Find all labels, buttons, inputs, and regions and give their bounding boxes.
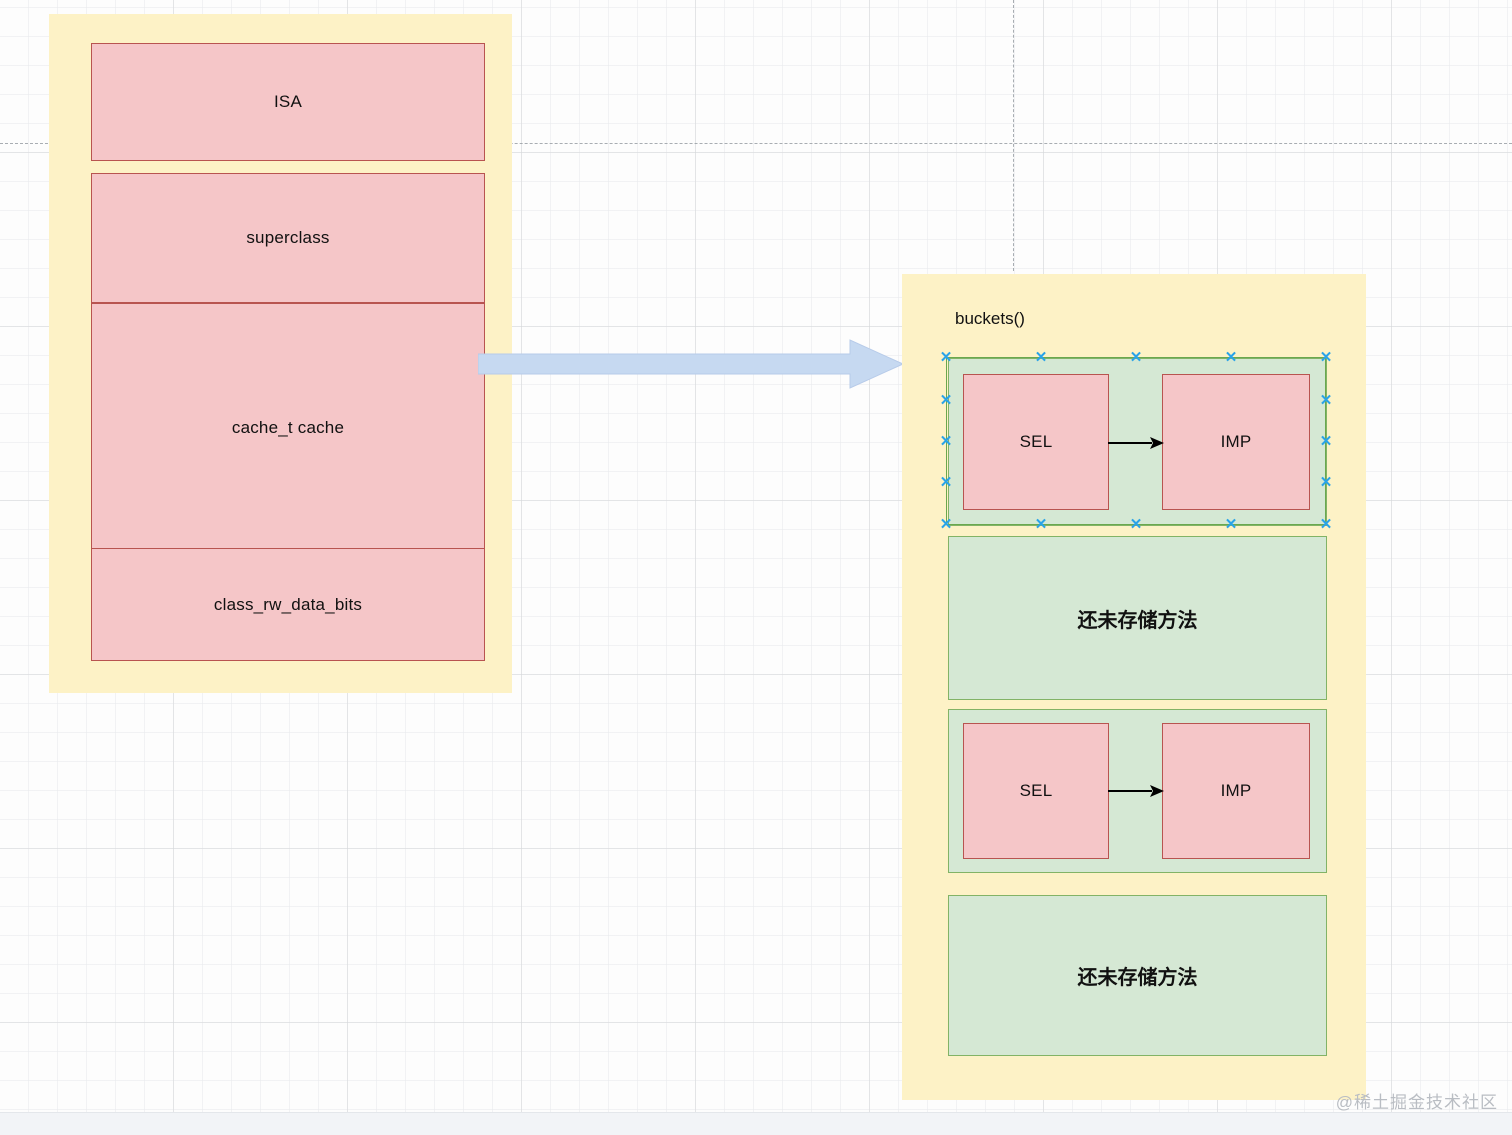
- selection-handle-s-1[interactable]: ✕: [1034, 515, 1048, 533]
- class-field-rw-data-bits[interactable]: class_rw_data_bits: [91, 548, 485, 661]
- selection-handle-ne[interactable]: ✕: [1319, 348, 1333, 366]
- selection-handle-nw[interactable]: ✕: [939, 348, 953, 366]
- bucket-entry-2-imp-label: IMP: [1220, 781, 1252, 800]
- class-field-cache-label: cache_t cache: [231, 418, 345, 437]
- selection-handle-w-3[interactable]: ✕: [939, 473, 953, 491]
- selection-handle-se[interactable]: ✕: [1319, 515, 1333, 533]
- bucket-entry-1-sel[interactable]: SEL: [963, 374, 1109, 510]
- vertical-guide-line: [1013, 0, 1014, 271]
- selection-handle-e-2[interactable]: ✕: [1319, 432, 1333, 450]
- selection-handle-w-2[interactable]: ✕: [939, 432, 953, 450]
- bucket-empty-2[interactable]: 还未存储方法: [948, 895, 1327, 1056]
- class-field-superclass-label: superclass: [246, 228, 330, 247]
- buckets-title: buckets(): [955, 309, 1025, 328]
- class-field-rw-data-bits-label: class_rw_data_bits: [213, 594, 363, 614]
- bucket-empty-1[interactable]: 还未存储方法: [948, 536, 1327, 700]
- selection-handle-s-2[interactable]: ✕: [1129, 515, 1143, 533]
- watermark: @稀土掘金技术社区: [1335, 1093, 1498, 1112]
- bucket-entry-2-sel-label: SEL: [1019, 781, 1053, 800]
- selection-handle-n-2[interactable]: ✕: [1129, 348, 1143, 366]
- bucket-entry-1-imp-label: IMP: [1220, 432, 1252, 451]
- bucket-entry-2-imp[interactable]: IMP: [1162, 723, 1310, 859]
- class-field-isa-label: ISA: [273, 92, 302, 111]
- class-field-cache[interactable]: cache_t cache: [91, 303, 485, 553]
- selection-handle-n-1[interactable]: ✕: [1034, 348, 1048, 366]
- selection-outline: [946, 357, 1326, 525]
- bucket-empty-1-label: 还未存储方法: [1077, 609, 1198, 632]
- canvas-bottom-band: [0, 1112, 1512, 1135]
- bucket-entry-1-sel-label: SEL: [1019, 432, 1053, 451]
- selection-handle-e-3[interactable]: ✕: [1319, 473, 1333, 491]
- bucket-entry-1-imp[interactable]: IMP: [1162, 374, 1310, 510]
- class-field-isa[interactable]: ISA: [91, 43, 485, 161]
- cache-buckets-container[interactable]: buckets() SEL IMP 还未存储方法 SEL IMP: [902, 274, 1366, 1100]
- horizontal-guide-line: [0, 143, 1512, 144]
- objc-class-struct-container[interactable]: ISA superclass cache_t cache class_rw_da…: [49, 14, 512, 693]
- selection-handle-e-1[interactable]: ✕: [1319, 391, 1333, 409]
- bucket-entry-2-sel[interactable]: SEL: [963, 723, 1109, 859]
- class-field-superclass[interactable]: superclass: [91, 173, 485, 303]
- selection-handle-sw[interactable]: ✕: [939, 515, 953, 533]
- selection-handle-n-3[interactable]: ✕: [1224, 348, 1238, 366]
- selection-handle-s-3[interactable]: ✕: [1224, 515, 1238, 533]
- bucket-empty-2-label: 还未存储方法: [1077, 967, 1198, 989]
- selection-handle-w-1[interactable]: ✕: [939, 391, 953, 409]
